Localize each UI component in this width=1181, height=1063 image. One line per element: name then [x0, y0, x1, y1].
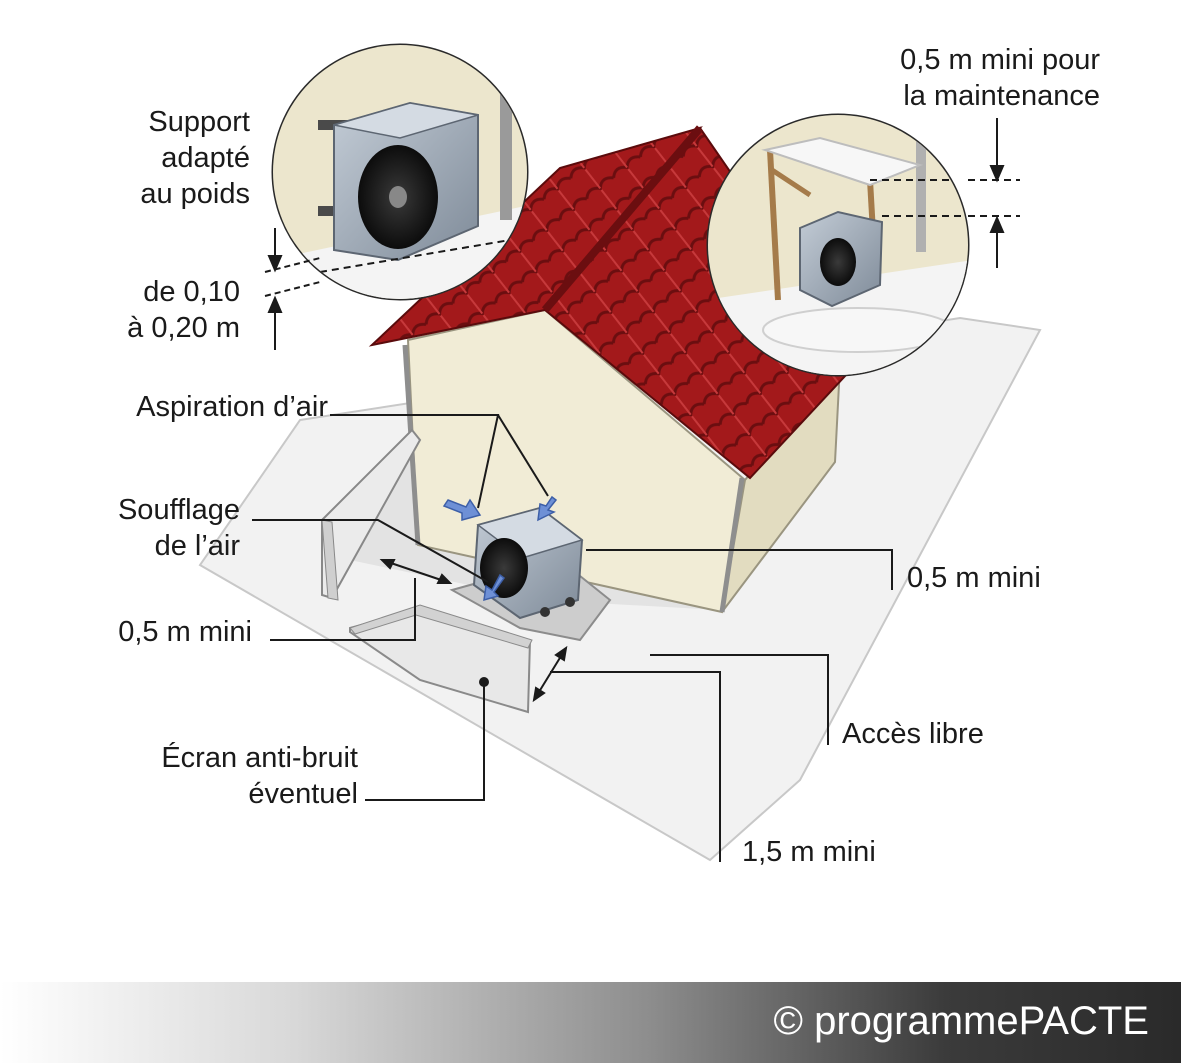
label-min-wall: 0,5 m mini [907, 562, 1041, 594]
leader-min-side [270, 578, 416, 641]
house-downpipe-right [719, 477, 745, 613]
label-ecran: Écran anti-bruit éventuel [110, 740, 358, 812]
label-support-line-1: Support [148, 106, 250, 138]
label-support-line-2: adapté [161, 142, 250, 174]
label-height-range-line-2: à 0,20 m [127, 312, 240, 344]
roof-ridge [541, 125, 704, 313]
label-support-line-3: au poids [140, 178, 250, 210]
label-support: Support adapté au poids [110, 104, 250, 212]
maintenance-dimension-marker [989, 118, 1005, 268]
garden-wall-left-face [321, 519, 339, 601]
aspiration-arrow-2 [537, 495, 558, 522]
air-arrows [442, 495, 558, 602]
label-ecran-line-2: éventuel [248, 778, 358, 810]
label-aspiration: Aspiration d’air [136, 391, 328, 423]
label-maintenance-line-2: la maintenance [903, 80, 1100, 112]
label-ecran-line-1: Écran anti-bruit [161, 742, 358, 774]
label-soufflage: Soufflage de l’air [90, 492, 240, 564]
label-maintenance: 0,5 m mini pour la maintenance [860, 42, 1100, 114]
copyright-text: © programmePACTE [773, 999, 1150, 1043]
height-dimension-marker [264, 228, 321, 350]
zoom-snow-canopy [706, 113, 1020, 377]
label-acces: Accès libre [842, 718, 984, 750]
dimension-lines [379, 559, 568, 703]
leader-aspiration-2 [497, 414, 549, 497]
label-min-front: 1,5 m mini [742, 836, 876, 868]
noise-screen-top [349, 604, 533, 649]
leader-acces [650, 654, 829, 745]
label-height-range: de 0,10 à 0,20 m [100, 274, 240, 346]
leader-min-front [550, 671, 721, 862]
label-soufflage-line-2: de l’air [154, 530, 240, 562]
leader-ecran [365, 682, 485, 801]
leader-min-wall [586, 549, 893, 590]
leader-soufflage [252, 519, 489, 583]
aspiration-arrow-1 [442, 498, 482, 521]
label-min-side: 0,5 m mini [118, 616, 252, 648]
outdoor-unit-fan [480, 538, 528, 598]
label-soufflage-line-1: Soufflage [117, 494, 240, 526]
leader-dot-ecran [479, 677, 489, 687]
leader-lines [252, 414, 893, 862]
label-maintenance-line-1: 0,5 m mini pour [900, 44, 1100, 76]
soufflage-arrow [483, 573, 506, 602]
label-height-range-line-1: de 0,10 [143, 276, 240, 308]
footer-bar: © programmePACTE [0, 982, 1181, 1063]
